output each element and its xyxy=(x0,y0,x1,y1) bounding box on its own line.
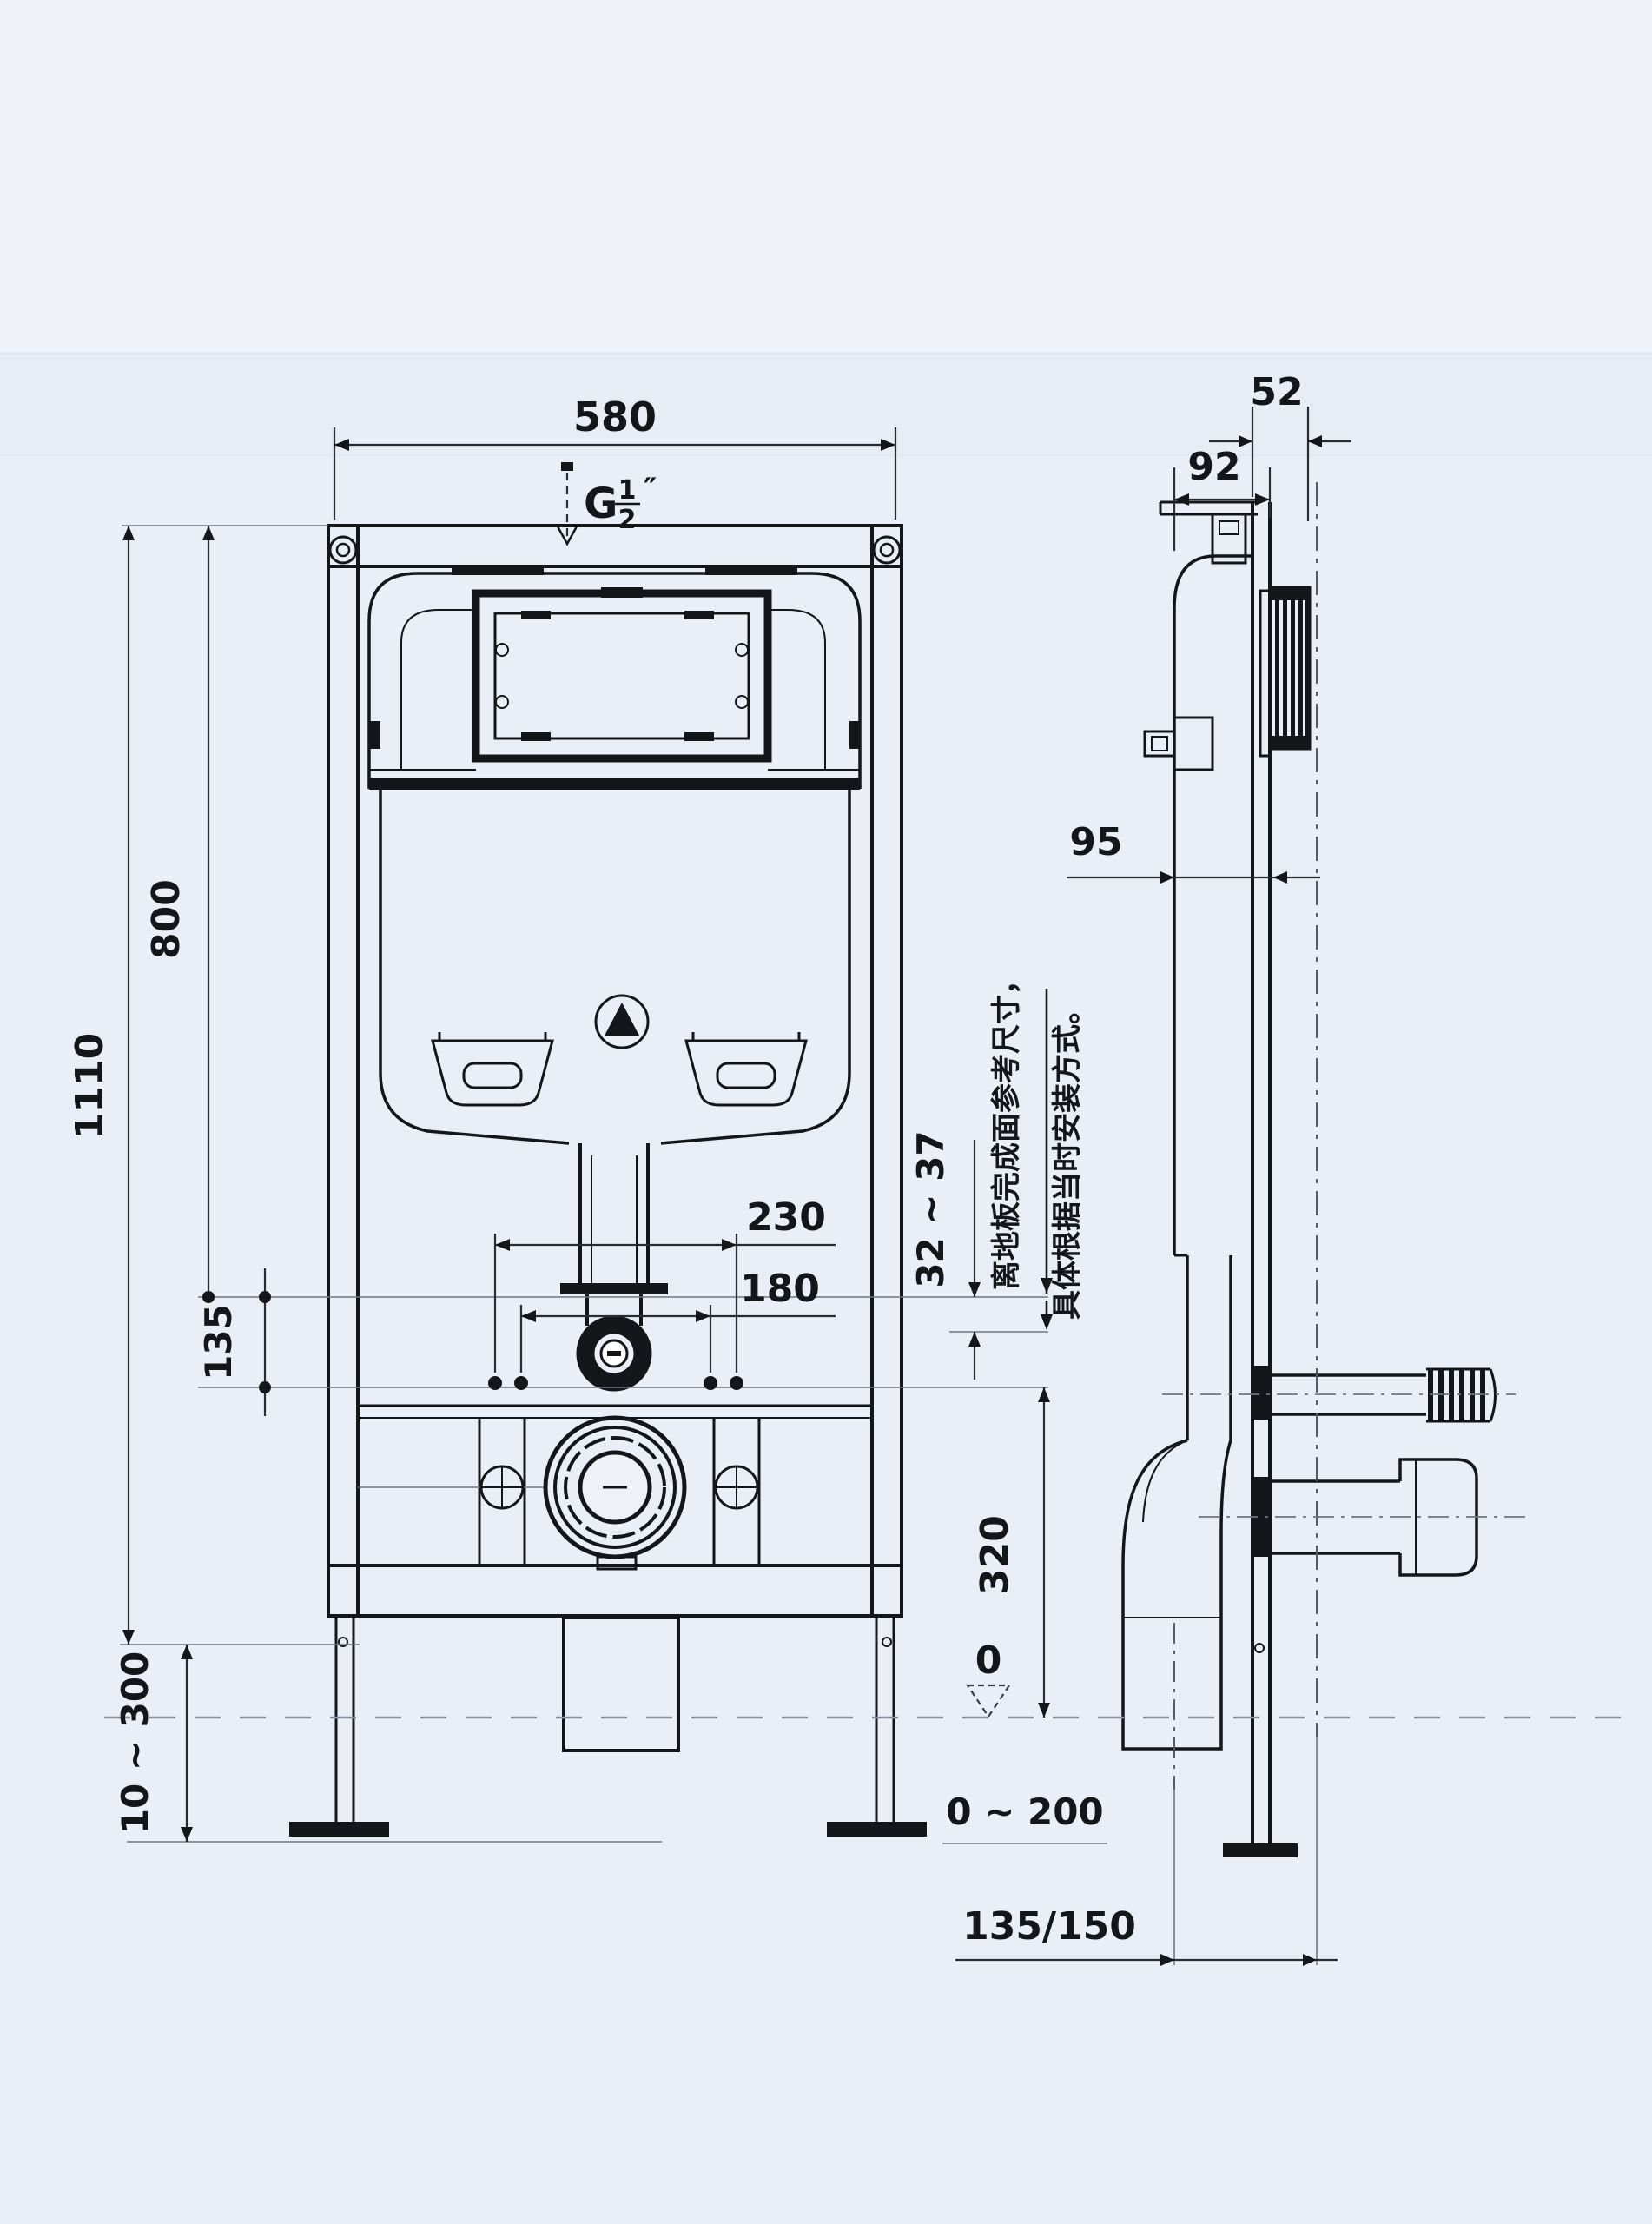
access-window xyxy=(472,587,772,763)
note-line2: 具体根据当时安装方式。 xyxy=(1050,995,1085,1320)
level-triangle-icon xyxy=(965,1684,1012,1718)
dim-92: 92 xyxy=(1173,445,1272,551)
dim-52: 52 xyxy=(1209,370,1351,521)
drain-rosette xyxy=(543,1415,687,1571)
lower-crossbar xyxy=(356,1404,874,1571)
thread-denominator: 2 xyxy=(618,505,637,535)
dim-580-label: 580 xyxy=(573,394,657,440)
zero-level-marker: 0 xyxy=(965,1638,1012,1718)
flush-pipe xyxy=(560,1143,668,1392)
corner-screw-right-icon xyxy=(872,535,902,565)
centerlines xyxy=(1162,482,1527,1965)
foot-plate-left xyxy=(289,1822,389,1837)
dim-800: 800 xyxy=(144,526,215,1303)
dim-230-label: 230 xyxy=(746,1195,826,1240)
flush-valve-symbol-icon xyxy=(594,994,650,1049)
floor-reference-note: 离地板完成面参考尺寸， 具体根据当时安装方式。 xyxy=(989,965,1085,1330)
flush-plate-box xyxy=(1259,586,1312,758)
dim-230: 230 xyxy=(493,1195,836,1373)
dim-320: 320 xyxy=(973,1387,1050,1718)
foot-plate-right xyxy=(827,1822,927,1837)
wall-connector-pipe xyxy=(1252,1366,1497,1423)
drain-duct xyxy=(562,1616,680,1752)
dimensions: 580 G 1 2 ″ 1110 800 xyxy=(68,370,1351,1966)
dim-800-label: 800 xyxy=(144,879,188,959)
dim-95: 95 xyxy=(1067,820,1320,884)
zero-level-label: 0 xyxy=(975,1638,1002,1683)
dim-92-label: 92 xyxy=(1187,445,1240,489)
dim-1110: 1110 xyxy=(68,525,328,1645)
side-foot-plate xyxy=(1223,1843,1298,1857)
thread-inch-mark: ″ xyxy=(644,472,657,506)
dim-32-37-label: 32 ~ 37 xyxy=(909,1130,952,1287)
adjustable-legs xyxy=(289,1616,927,1837)
thread-g-label: G xyxy=(584,480,618,528)
note-line1: 离地板完成面参考尺寸， xyxy=(989,965,1024,1290)
dim-10-300: 10 ~ 300 xyxy=(114,1645,193,1842)
inlet-thread-label: G 1 2 ″ xyxy=(556,462,657,546)
dim-135-label: 135 xyxy=(197,1304,240,1380)
inlet-block xyxy=(1211,513,1247,565)
dim-180-label: 180 xyxy=(740,1267,820,1311)
pipe-elbow-ring xyxy=(576,1315,652,1392)
front-view xyxy=(289,524,927,1837)
dim-10-300-label: 10 ~ 300 xyxy=(114,1651,156,1835)
dim-135-150: 135/150 xyxy=(955,1904,1338,1966)
dim-320-label: 320 xyxy=(973,1515,1017,1595)
dim-32-37: 32 ~ 37 xyxy=(909,1130,981,1380)
outlet-socket xyxy=(1252,1458,1478,1577)
corner-screw-left-icon xyxy=(328,535,358,565)
tank-seam xyxy=(369,778,860,790)
dim-52-label: 52 xyxy=(1250,370,1303,414)
dim-135-150-label: 135/150 xyxy=(962,1904,1136,1949)
dim-180: 180 xyxy=(488,1267,836,1390)
cistern-tank xyxy=(367,566,862,1145)
dim-95-label: 95 xyxy=(1069,820,1122,864)
dim-0-200: 0 ~ 200 xyxy=(942,1790,1107,1844)
tank-brackets xyxy=(431,1032,808,1107)
side-view xyxy=(1121,482,1527,1965)
dim-580: 580 xyxy=(333,394,897,520)
thread-numerator: 1 xyxy=(618,475,637,506)
dim-135: 135 xyxy=(197,1268,271,1416)
dim-0-200-label: 0 ~ 200 xyxy=(946,1790,1103,1833)
side-cistern xyxy=(1143,554,1252,1257)
side-outlet-bend xyxy=(1121,1255,1232,1751)
pipe-collar xyxy=(560,1283,668,1294)
dim-1110-label: 1110 xyxy=(68,1033,112,1139)
reference-lines xyxy=(104,1296,1640,1843)
